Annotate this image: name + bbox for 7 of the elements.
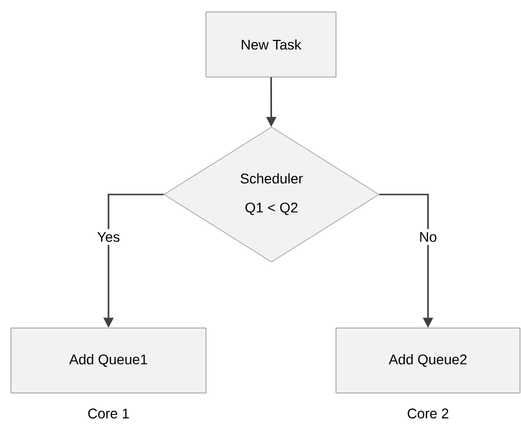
process-box: Add Queue2 <box>336 328 520 394</box>
node-caption: Core 2 <box>408 408 448 418</box>
process-box: New Task <box>206 12 336 78</box>
edge-label: No <box>416 229 440 245</box>
edge-label: Yes <box>94 229 123 245</box>
process-box: Add Queue1 <box>10 328 206 394</box>
node-caption: Core 1 <box>88 408 129 418</box>
